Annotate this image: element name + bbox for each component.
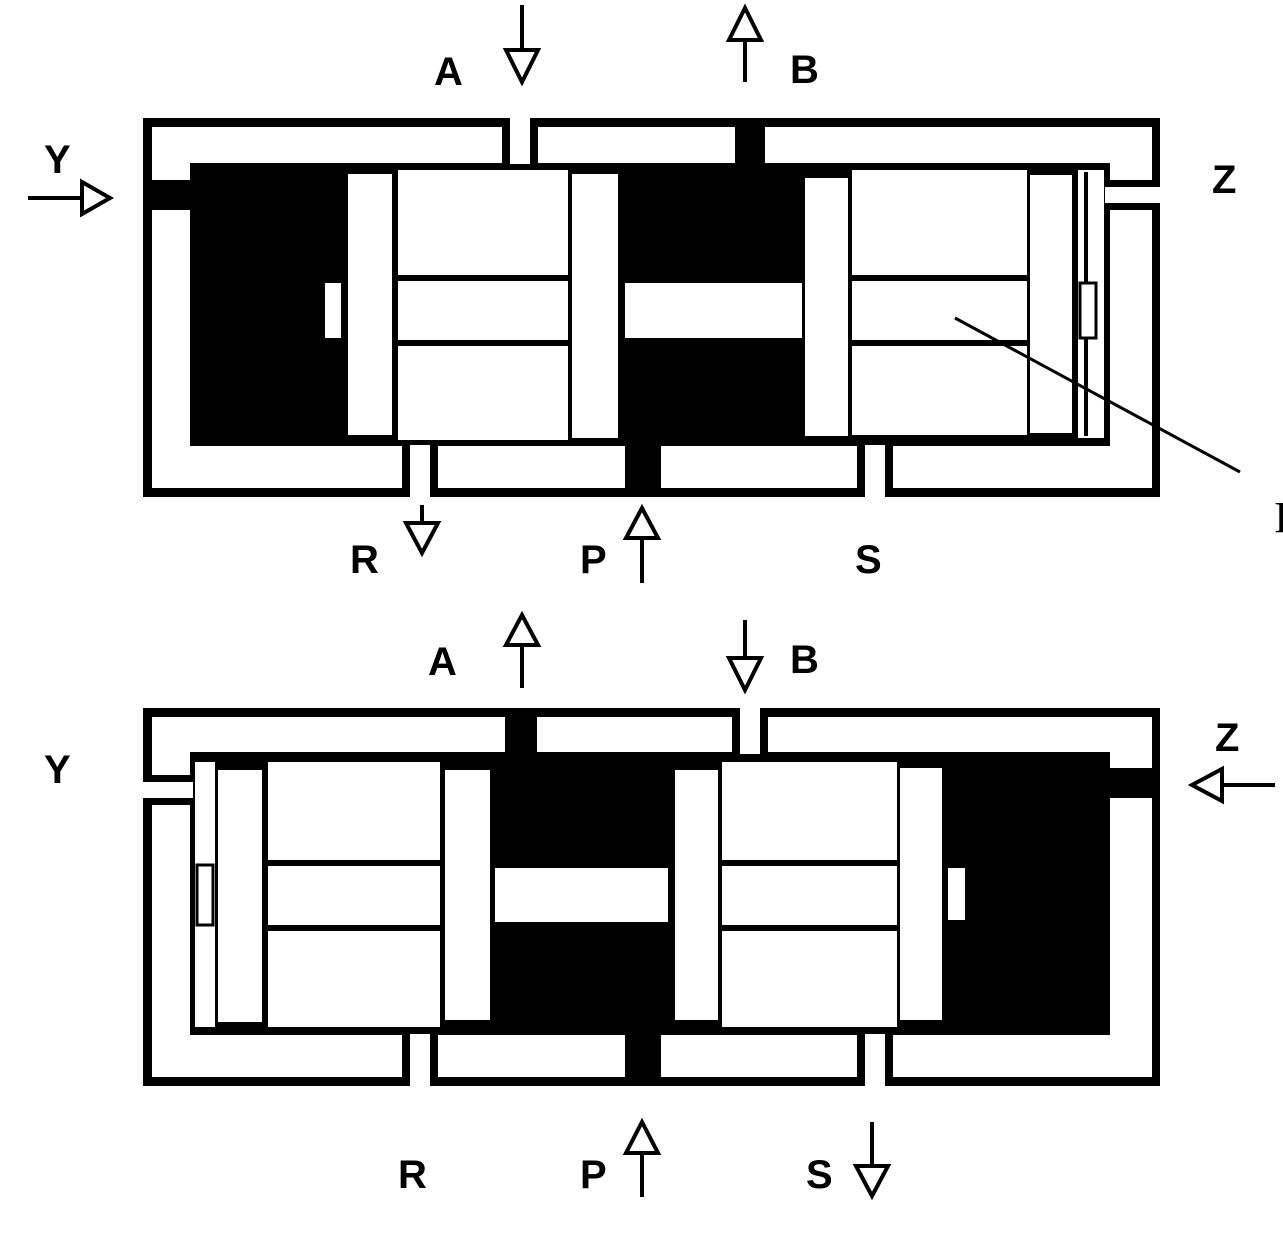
arrow-down-icon [852,1164,892,1201]
bottom-arrows [502,610,1275,1201]
arrow-up-icon [725,3,765,42]
callout-leader-line [954,316,1241,474]
arrow-up-icon [502,610,542,647]
top-spool [325,170,1104,440]
port-label-a: A [428,640,457,684]
spool-land [900,768,942,1020]
arrow-down-icon [725,656,765,695]
pilot-label-z: Z [1215,716,1240,760]
callout-label: I [1274,493,1283,542]
pilot-label-y: Y [44,748,71,792]
port-label-r: R [350,538,379,582]
spool-land [675,770,718,1020]
port-label-p: P [580,1153,607,1197]
spool-land [1030,175,1072,433]
pilot-label-z: Z [1212,158,1237,202]
arrow-down-icon [402,521,442,558]
port-label-r: R [398,1153,427,1197]
port-label-b: B [790,48,819,92]
spool-land [572,174,618,438]
port-label-a: A [434,50,463,94]
arrow-right-icon [80,178,115,218]
spool-land [445,770,490,1020]
port-label-b: B [790,638,819,682]
spool-stem [625,283,802,338]
port-label-p: P [580,538,607,582]
spool-land [218,770,262,1022]
arrow-up-icon [622,503,662,540]
arrow-up-icon [622,1117,662,1155]
port-label-s: S [806,1153,833,1197]
pilot-label-y: Y [44,138,71,182]
spool-land [805,178,848,436]
spool-stem [495,868,668,922]
bottom-spool [195,762,965,1027]
port-label-s: S [855,538,882,582]
arrow-left-icon [1187,765,1224,805]
arrow-down-icon [502,48,542,87]
spool-land [348,174,392,435]
top-arrows [28,3,765,583]
